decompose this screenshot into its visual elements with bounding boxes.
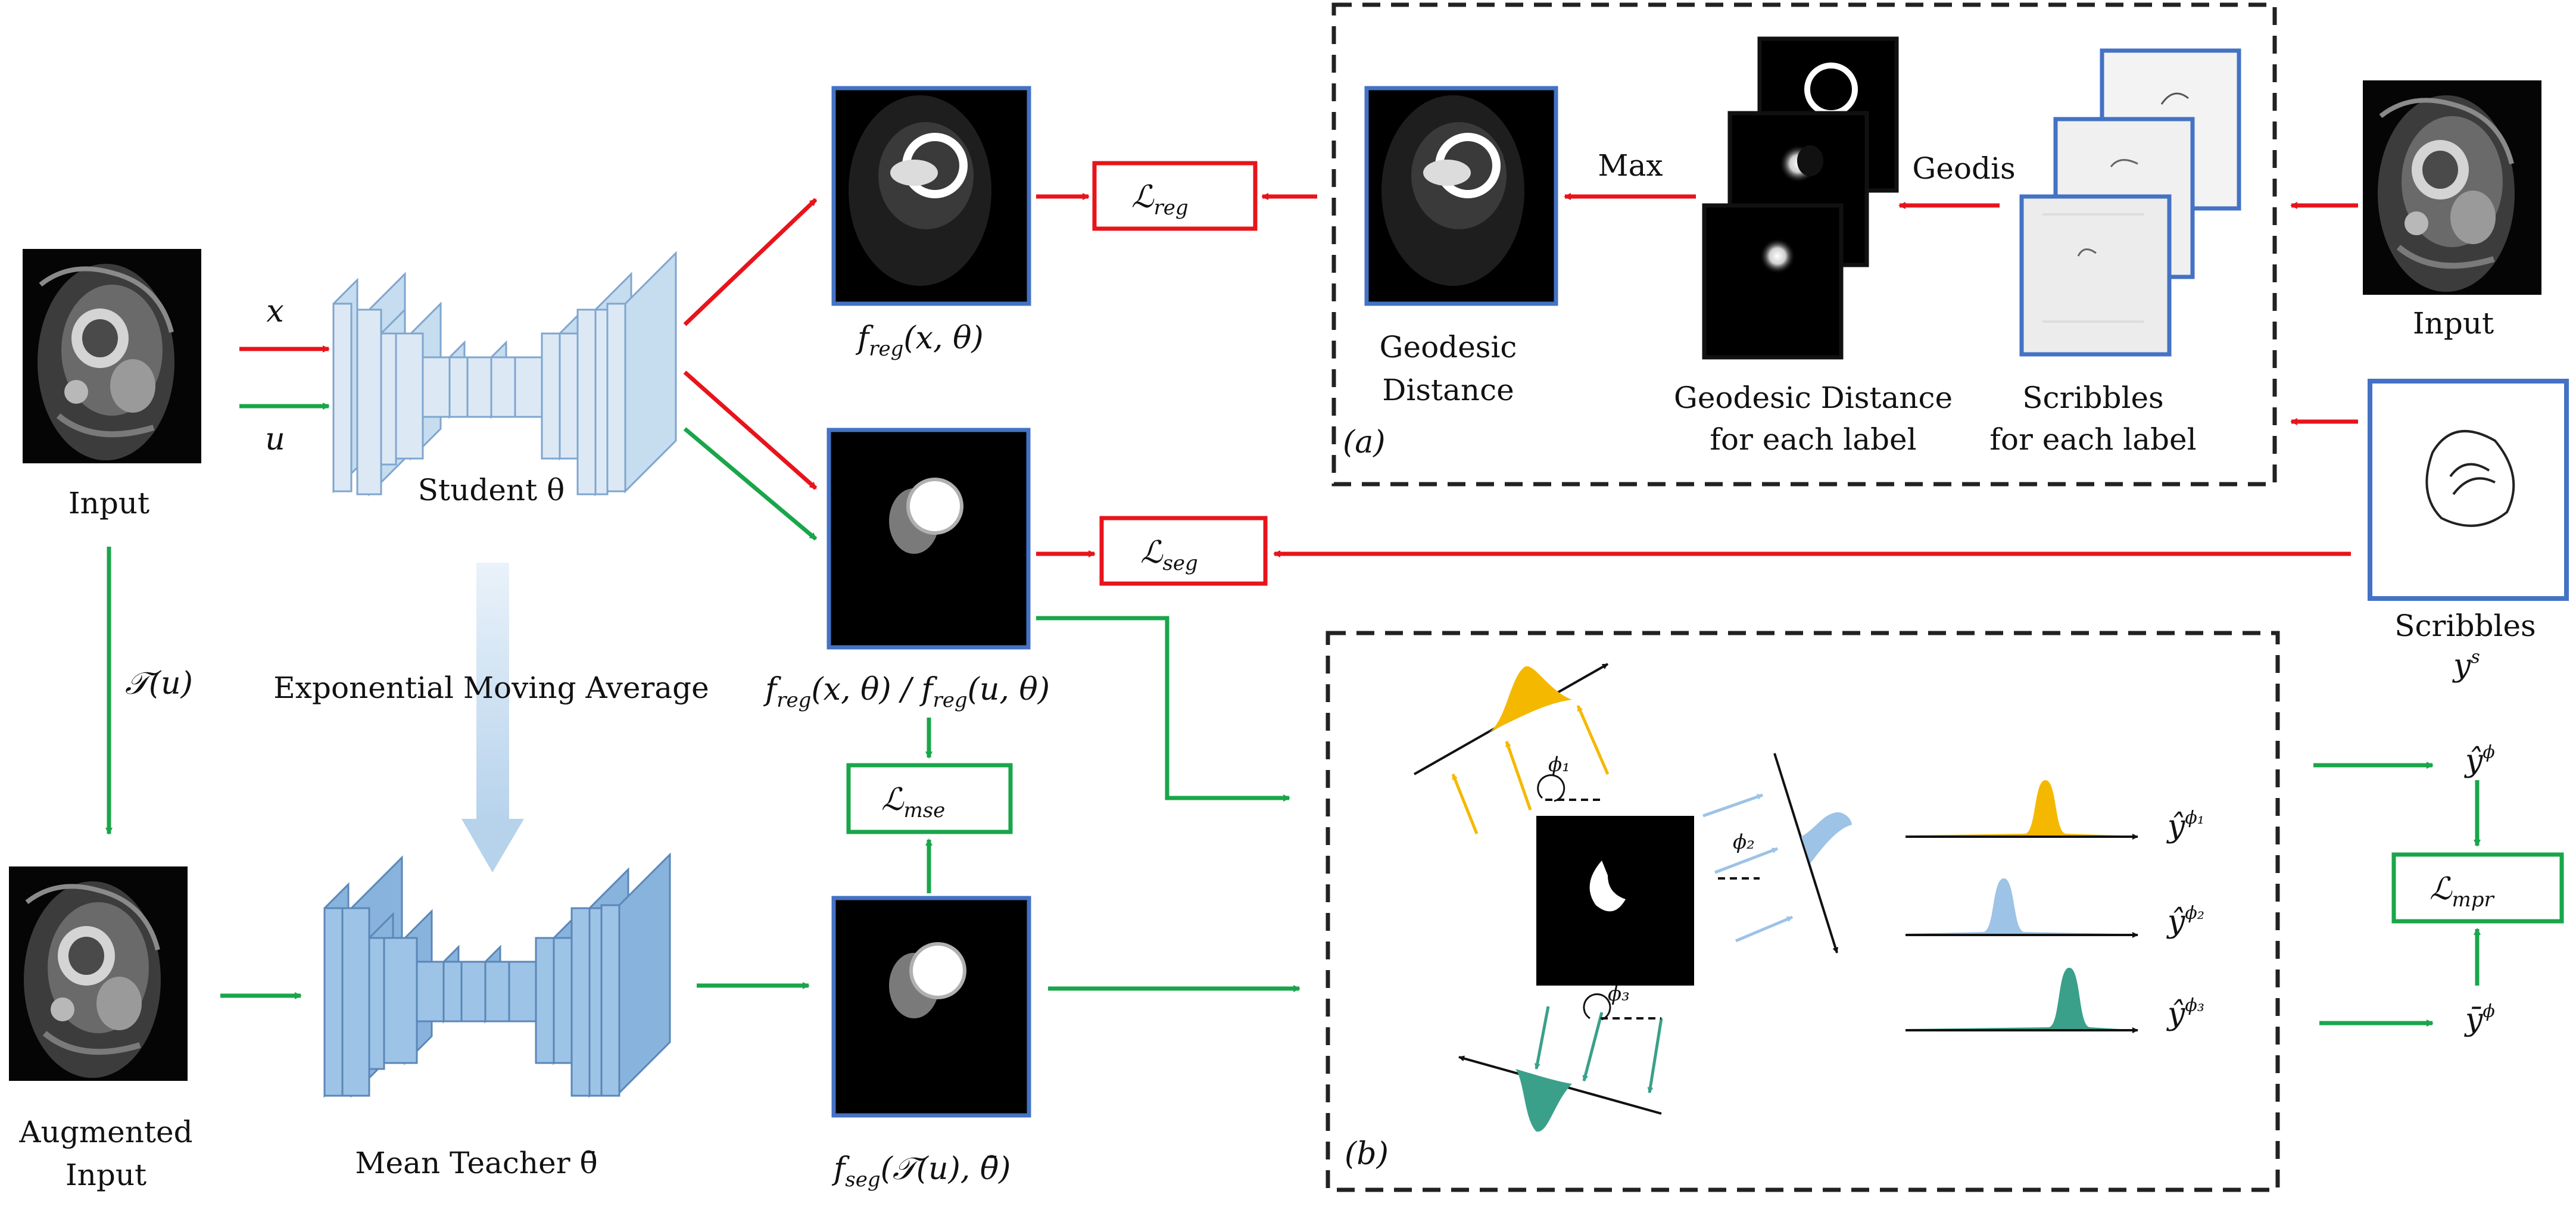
geodesic-label-line1: Geodesic [1380, 330, 1517, 364]
scribbles-right-label: Scribbles [2394, 609, 2536, 643]
lreg-symbol: ℒ [1131, 179, 1155, 215]
x-variable: x [266, 294, 283, 329]
phi1-label: ϕ₁ [1548, 753, 1570, 777]
yhat-phi1-symbol: ŷ [2166, 809, 2185, 844]
student-label: Student θ [418, 473, 565, 507]
fseg-label: fseg(𝒯(u), θ̄) [831, 1151, 1011, 1192]
projection-phi1 [1414, 663, 1610, 834]
lmse-symbol: ℒ [881, 782, 905, 818]
lmpr-symbol: ℒ [2430, 871, 2453, 907]
distribution-phi2 [1906, 878, 2138, 938]
freg-output-image [831, 86, 1031, 306]
lseg-box [1099, 516, 1268, 586]
ys-sup: s [2471, 647, 2480, 668]
geodesic-each-label-line2: for each label [1710, 422, 1916, 457]
lmse-label: ℒmse [881, 782, 945, 822]
yhat-phi-label: ŷϕ [2464, 742, 2495, 779]
tu-label: 𝒯(u) [125, 666, 193, 702]
yhat-phi3-sup: ϕ₃ [2185, 995, 2204, 1016]
student-x-to-seg-arrow [683, 370, 818, 490]
phi3-label: ϕ₃ [1608, 982, 1630, 1006]
phi2-label: ϕ₂ [1733, 830, 1755, 854]
yhat-phi1-sup: ϕ₁ [2185, 808, 2204, 828]
projection-phi2 [1702, 753, 1852, 953]
geodesic-distance-image [1364, 86, 1558, 306]
panel-b-frame [1326, 631, 2280, 1192]
yhat-phi1-label: ŷϕ₁ [2166, 808, 2204, 844]
yhat-phi2-sup: ϕ₂ [2185, 903, 2204, 924]
distribution-phi3 [1906, 968, 2138, 1033]
panel-a-label: (a) [1343, 425, 1386, 460]
freg-pair-label: freg(x, θ) / freg(u, θ) [763, 672, 1050, 712]
ys-symbol: y [2452, 648, 2471, 684]
geodesic-per-label-stack [1702, 36, 1899, 360]
input-left-label: Input [68, 486, 149, 520]
scribbles-per-label-stack [2019, 48, 2241, 357]
student-u-to-seg-arrow [683, 427, 818, 541]
panel-b-label: (b) [1345, 1136, 1389, 1172]
lmpr-box [2391, 852, 2564, 924]
augmented-label-line2: Input [66, 1158, 146, 1192]
ema-arrow [461, 563, 524, 872]
distribution-phi1 [1906, 780, 2138, 840]
lmpr-label: ℒmpr [2430, 871, 2494, 912]
geodesic-label-line2: Distance [1382, 373, 1514, 407]
u-variable: u [265, 422, 285, 457]
yhat-phi2-label: ŷϕ₂ [2166, 903, 2204, 940]
teacher-network [323, 852, 671, 1098]
max-label: Max [1598, 148, 1663, 183]
panel-a-frame [1331, 2, 2277, 487]
geodesic-each-label-line1: Geodesic Distance [1674, 381, 1953, 415]
fseg-args: (𝒯(u), θ̄) [881, 1151, 1011, 1187]
scribbles-image-right [2368, 379, 2569, 601]
freg-sub: reg [869, 337, 903, 361]
projection-input-mask [1536, 816, 1694, 986]
ybar-phi-sup: ϕ [2483, 1001, 2494, 1022]
freg-args: (x, θ) [903, 320, 983, 356]
lmpr-sub: mpr [2452, 888, 2494, 912]
freg-label: freg(x, θ) [855, 320, 984, 361]
ema-label: Exponential Moving Average [273, 671, 709, 705]
yhat-phi-symbol: ŷ [2464, 743, 2483, 779]
yhat-phi3-label: ŷϕ₃ [2166, 995, 2204, 1032]
scribbles-each-label-line1: Scribbles [2022, 381, 2163, 415]
yhat-phi2-symbol: ŷ [2166, 904, 2185, 940]
ybar-phi-label: ȳϕ [2464, 1001, 2495, 1038]
student-network [332, 251, 677, 497]
lmse-sub: mse [903, 799, 945, 822]
yhat-phi-sup: ϕ [2483, 742, 2494, 763]
lseg-sub: seg [1162, 551, 1197, 575]
lmse-box [846, 763, 1013, 834]
fseg-student-output-image [827, 428, 1031, 650]
yhat-phi3-symbol: ŷ [2166, 996, 2185, 1032]
lreg-label: ℒreg [1131, 179, 1189, 220]
input-image-right [2363, 80, 2541, 295]
freg-pair-sub2: reg [933, 688, 967, 712]
input-image-left [23, 249, 201, 463]
teacher-label: Mean Teacher θ̄ [355, 1146, 597, 1180]
ybar-phi-symbol: ȳ [2464, 1002, 2483, 1038]
lreg-box [1092, 161, 1258, 231]
augmented-label-line1: Augmented [18, 1115, 192, 1149]
ys-label: ys [2452, 647, 2480, 684]
geodis-label: Geodis [1912, 151, 2015, 186]
seg-to-panel-b-arrow [1036, 616, 1290, 802]
fseg-sub: seg [845, 1168, 880, 1192]
freg-pair-args2: (u, θ) [968, 672, 1050, 707]
freg-pair-sub1: reg [776, 688, 811, 712]
student-to-freg-arrow [683, 198, 818, 326]
lseg-label: ℒseg [1140, 535, 1198, 575]
augmented-input-image [9, 866, 188, 1081]
input-right-label: Input [2413, 306, 2494, 341]
lreg-sub: reg [1153, 196, 1188, 220]
scribbles-each-label-line2: for each label [1989, 422, 2196, 457]
fseg-teacher-output-image [831, 896, 1031, 1118]
projection-phi3 [1458, 993, 1663, 1132]
freg-pair-args1: (x, θ) / [811, 672, 921, 707]
lseg-symbol: ℒ [1140, 535, 1164, 571]
